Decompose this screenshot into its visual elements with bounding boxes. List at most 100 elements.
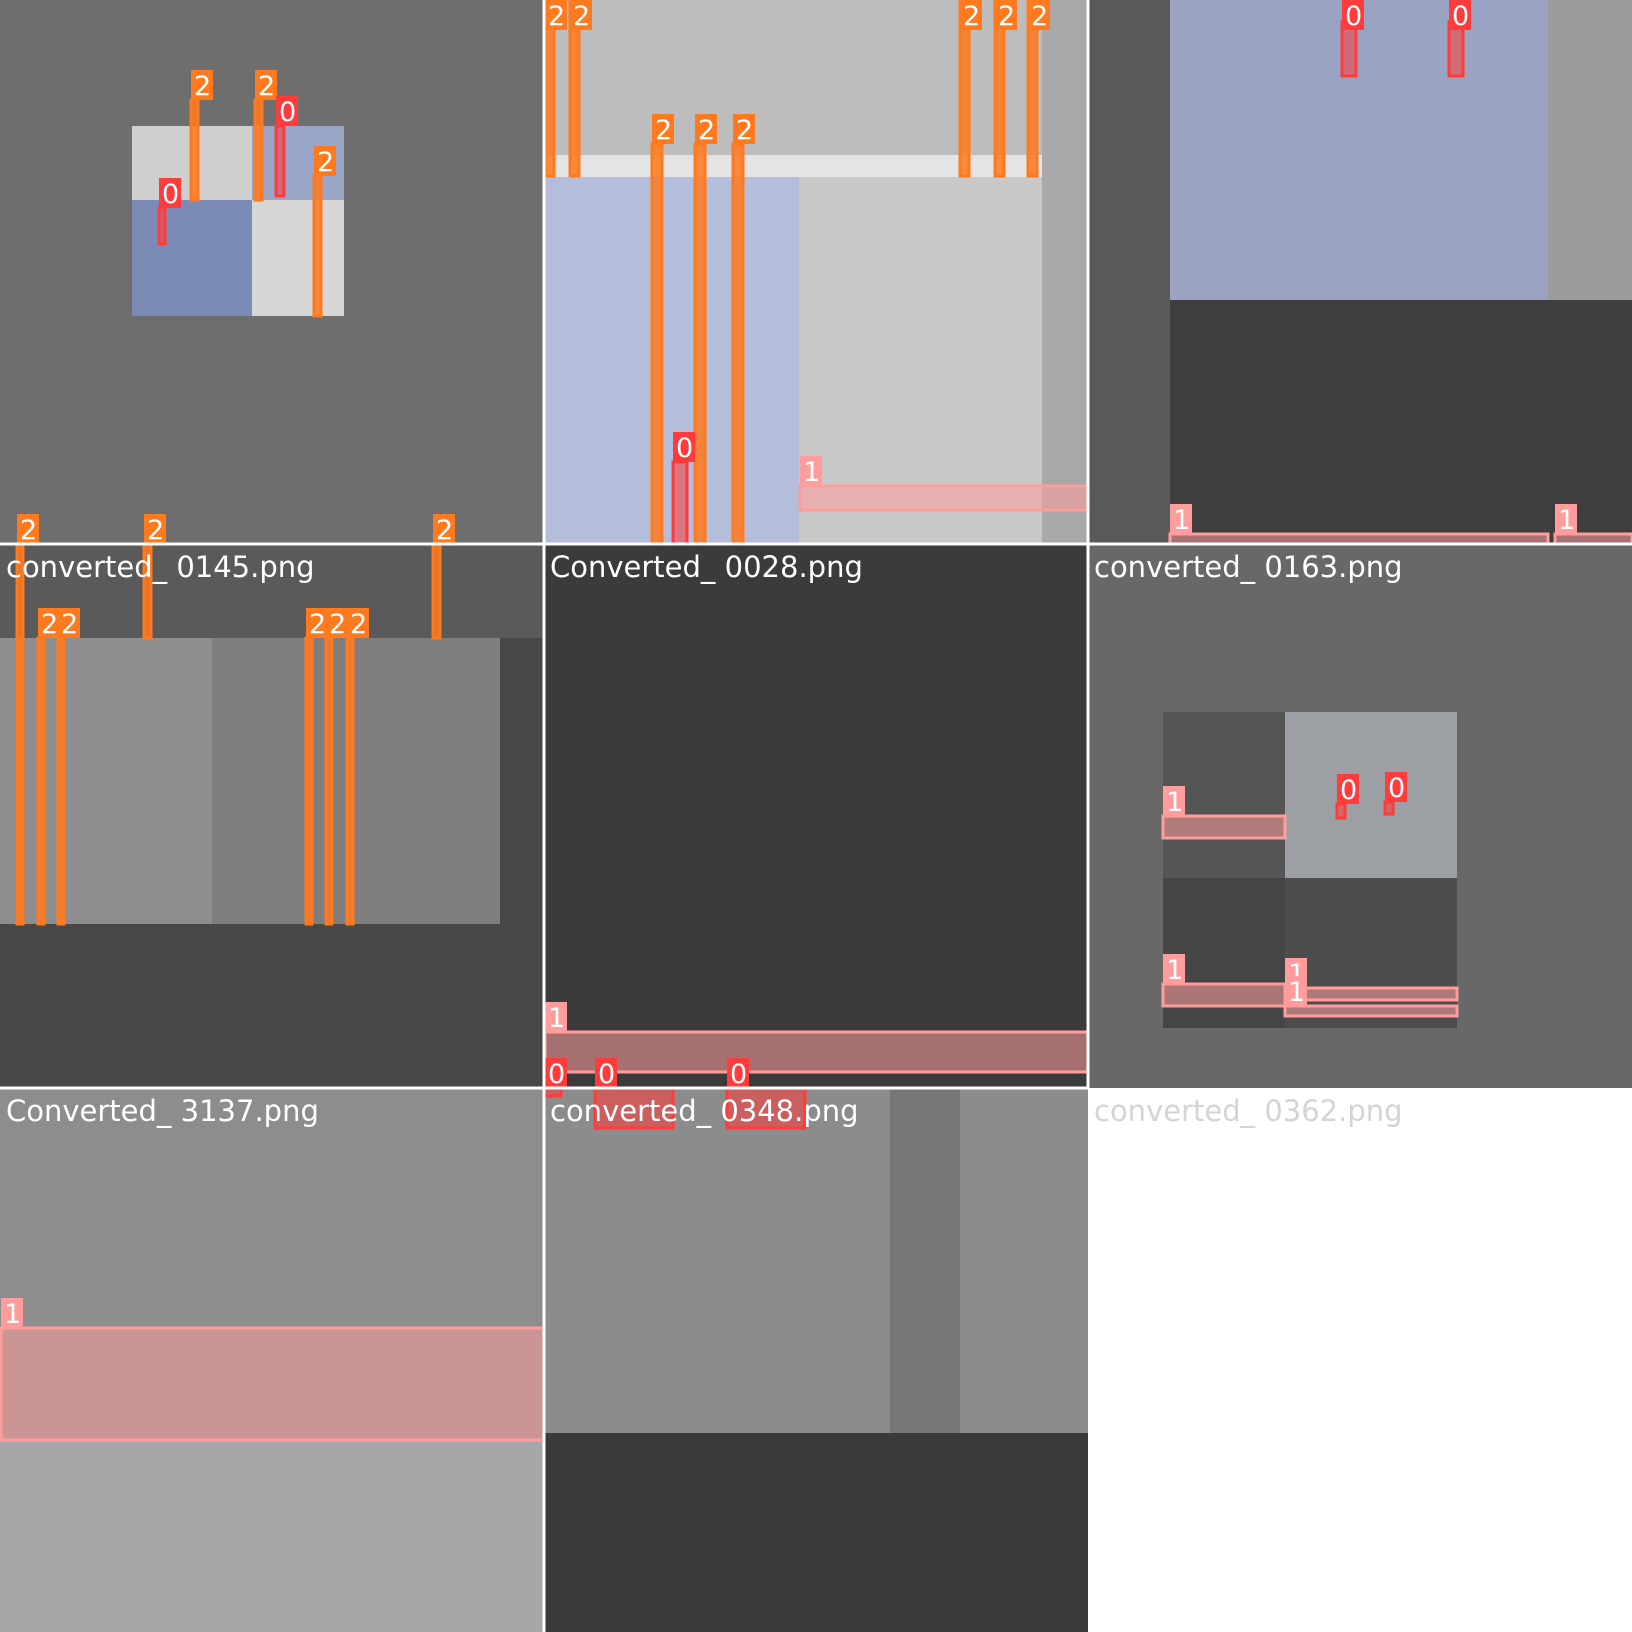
detection-label: 0	[598, 1059, 615, 1090]
detection-label-bg	[17, 514, 39, 544]
detection-label: 1	[4, 1299, 21, 1330]
detection-label: 2	[258, 71, 275, 102]
detection-box-class-2	[431, 542, 442, 640]
caption-tile-2-1: converted_ 0145.png	[6, 550, 315, 584]
detection-label: 2	[1031, 1, 1048, 32]
detection-label: 0	[548, 1059, 565, 1090]
detection-box-class-2	[15, 542, 25, 926]
detection-label: 2	[309, 609, 326, 640]
gradient-panel	[1548, 0, 1632, 300]
detection-box-class-1	[543, 1030, 1090, 1074]
detection-label-bg	[433, 514, 455, 544]
detection-label-bg	[314, 146, 336, 176]
tile-2-2	[544, 544, 1088, 1088]
detection-label: 2	[194, 71, 211, 102]
detection-box-class-2	[993, 0, 1006, 178]
tile-2-1	[0, 544, 544, 1088]
detection-box-class-2	[731, 142, 745, 546]
detection-label: 1	[1288, 977, 1305, 1008]
detection-label: 0	[1345, 1, 1362, 32]
detection-label-bg	[1337, 774, 1359, 804]
panel-right	[212, 638, 500, 924]
detection-label-bg	[1342, 0, 1364, 30]
dark-bottom	[544, 1433, 1088, 1632]
detection-label-bg	[695, 114, 717, 144]
detection-box-class-1	[0, 1326, 546, 1442]
detection-label-bg	[1555, 504, 1577, 534]
detection-label: 2	[548, 1, 565, 32]
detection-label-bg	[1385, 772, 1407, 802]
detection-label: 2	[41, 609, 58, 640]
detection-label: 2	[350, 609, 367, 640]
detection-box-class-0	[274, 124, 286, 198]
inset-image	[1285, 878, 1457, 1028]
detection-box-class-2	[253, 98, 264, 202]
edge-strip	[544, 155, 1088, 177]
detection-label-bg	[595, 1058, 617, 1088]
detection-label: 2	[963, 1, 980, 32]
detection-box-class-2	[304, 636, 314, 926]
detection-label-bg	[1163, 954, 1185, 984]
detection-label-bg	[38, 608, 60, 638]
detection-label-bg	[727, 1058, 749, 1088]
detection-box-class-2	[650, 142, 664, 546]
detection-label: 2	[436, 515, 453, 546]
detection-label: 1	[1173, 505, 1190, 536]
detection-label: 2	[61, 609, 78, 640]
detection-box-class-2	[1026, 0, 1039, 178]
blue-panel	[1170, 0, 1548, 300]
detection-label-bg	[652, 114, 674, 144]
detection-label-bg	[1449, 0, 1471, 30]
right-panel	[1042, 0, 1088, 544]
caption-tile-3-3: converted_ 0362.png	[1094, 1094, 1403, 1128]
inset-image	[1285, 712, 1457, 878]
detection-label-bg	[545, 1002, 567, 1032]
detection-box-class-0	[671, 460, 689, 546]
detection-label: 2	[698, 115, 715, 146]
caption-tile-3-2: converted_ 0348.png	[550, 1094, 859, 1128]
detection-label-bg	[347, 608, 369, 638]
detection-label-bg	[1285, 976, 1307, 1006]
detection-label-bg	[995, 0, 1017, 30]
detection-label: 0	[1452, 1, 1469, 32]
detection-box-class-2	[568, 0, 581, 178]
detection-label-bg	[1, 1298, 23, 1328]
detection-label: 1	[1558, 505, 1575, 536]
detection-label-bg	[326, 608, 348, 638]
detection-label-bg	[800, 456, 822, 486]
dark-streak	[890, 1088, 960, 1433]
detection-label: 0	[279, 97, 296, 128]
detection-box-class-1	[1161, 982, 1287, 1008]
detection-box-class-2	[189, 98, 200, 202]
tile-3-2	[544, 1088, 1088, 1632]
tile-1-3	[1088, 0, 1632, 544]
detection-label: 0	[730, 1059, 747, 1090]
detection-box-class-2	[324, 636, 334, 926]
detection-label-bg	[144, 514, 166, 544]
lower-texture	[0, 1440, 544, 1632]
detection-label: 2	[573, 1, 590, 32]
detection-label: 1	[1166, 787, 1183, 818]
detection-box-class-0	[1335, 802, 1347, 820]
tile-3-3	[1088, 1088, 1632, 1632]
detection-box-class-1	[1283, 1004, 1459, 1018]
caption-tile-2-3: converted_ 0163.png	[1094, 550, 1403, 584]
detection-label-bg	[545, 1058, 567, 1088]
detection-label-bg	[191, 70, 213, 100]
detection-label: 0	[676, 433, 693, 464]
detection-label-bg	[960, 0, 982, 30]
detection-box-class-2	[312, 174, 323, 318]
detection-label: 0	[162, 179, 179, 210]
detection-label-bg	[1163, 786, 1185, 816]
detection-box-class-2	[958, 0, 971, 178]
detection-label-bg	[570, 0, 592, 30]
detection-box-class-0	[157, 206, 167, 246]
detection-label-bg	[276, 96, 298, 126]
caption-tile-3-1: Converted_ 3137.png	[6, 1094, 319, 1128]
caption-tile-2-2: Converted_ 0028.png	[550, 550, 863, 584]
detection-label: 0	[1340, 775, 1357, 806]
detection-label: 1	[1166, 955, 1183, 986]
detection-label: 2	[329, 609, 346, 640]
